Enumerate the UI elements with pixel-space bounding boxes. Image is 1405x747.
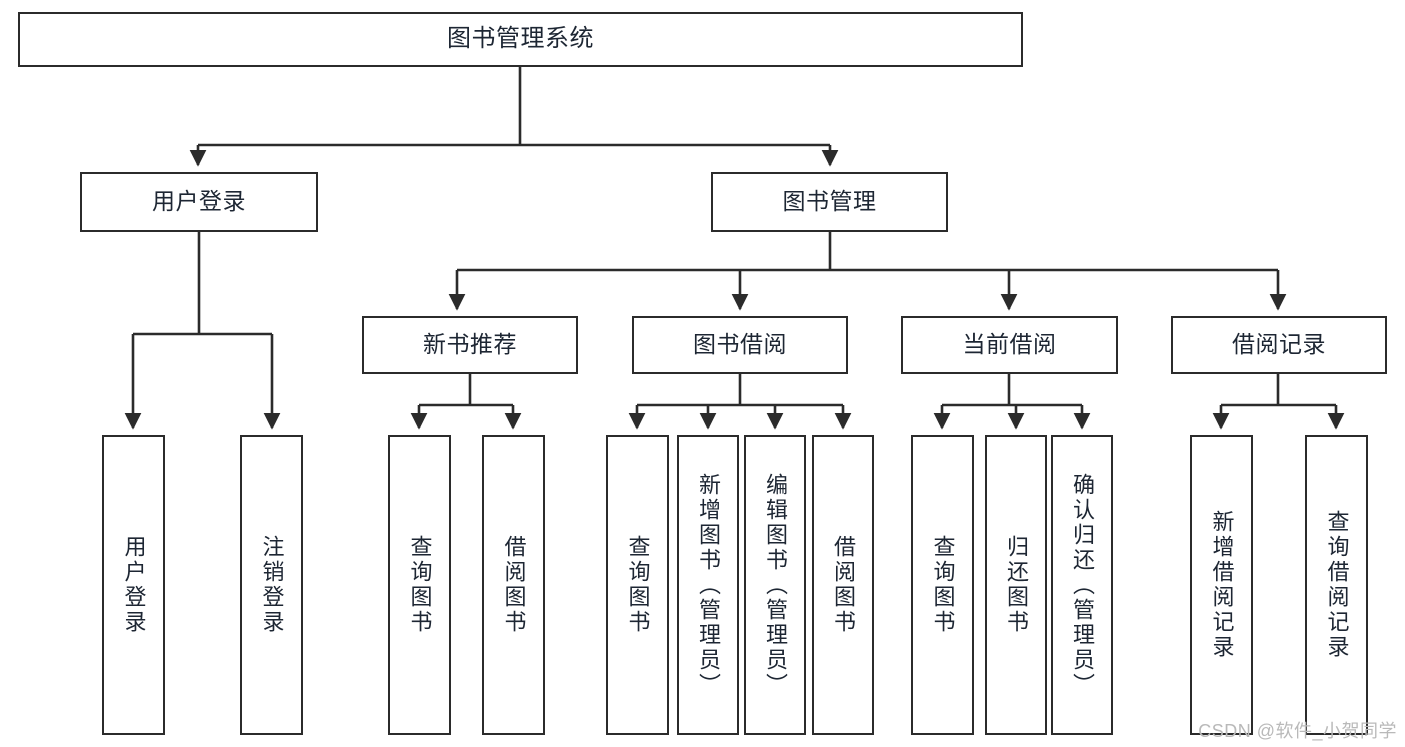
node-label: 图书管理系统 — [447, 25, 594, 53]
node-book-borrowing[interactable]: 图书借阅 — [632, 316, 848, 374]
node-label: 图书借阅 — [693, 331, 787, 358]
leaf-borrow-add-book-admin[interactable]: 新增图书（管理员） — [677, 435, 739, 735]
node-label: 新增图书（管理员） — [696, 472, 721, 698]
node-label: 查询图书 — [930, 535, 956, 635]
node-new-book-recommendation[interactable]: 新书推荐 — [362, 316, 578, 374]
leaf-user-login[interactable]: 用户登录 — [102, 435, 165, 735]
leaf-borrow-edit-book-admin[interactable]: 编辑图书（管理员） — [744, 435, 806, 735]
node-label: 查询借阅记录 — [1324, 510, 1350, 660]
node-label: 归还图书 — [1004, 535, 1029, 635]
node-label: 编辑图书（管理员） — [763, 472, 788, 698]
csdn-watermark: CSDN @软件_小贺同学 — [1198, 721, 1397, 741]
leaf-record-query-borrow-record[interactable]: 查询借阅记录 — [1305, 435, 1368, 735]
node-user-login[interactable]: 用户登录 — [80, 172, 318, 232]
node-label: 当前借阅 — [962, 331, 1057, 358]
node-book-management[interactable]: 图书管理 — [711, 172, 948, 232]
leaf-borrow-query-books[interactable]: 查询图书 — [606, 435, 669, 735]
leaf-logout[interactable]: 注销登录 — [240, 435, 303, 735]
node-book-management-system[interactable]: 图书管理系统 — [18, 12, 1023, 67]
node-borrowing-records[interactable]: 借阅记录 — [1171, 316, 1387, 374]
node-label: 借阅记录 — [1232, 331, 1326, 358]
leaf-borrow-borrow-books[interactable]: 借阅图书 — [812, 435, 874, 735]
leaf-newbook-query-books[interactable]: 查询图书 — [388, 435, 451, 735]
node-label: 确认归还（管理员） — [1070, 472, 1095, 698]
node-label: 查询图书 — [407, 535, 433, 635]
leaf-record-add-borrow-record[interactable]: 新增借阅记录 — [1190, 435, 1253, 735]
node-label: 查询图书 — [625, 535, 651, 635]
node-label: 新增借阅记录 — [1209, 510, 1235, 660]
leaf-newbook-borrow-books[interactable]: 借阅图书 — [482, 435, 545, 735]
node-label: 用户登录 — [121, 535, 147, 635]
node-label: 注销登录 — [259, 535, 285, 635]
leaf-current-confirm-return-admin[interactable]: 确认归还（管理员） — [1051, 435, 1113, 735]
node-label: 借阅图书 — [501, 535, 527, 635]
node-label: 图书管理 — [782, 188, 877, 215]
node-label: 新书推荐 — [423, 331, 517, 358]
leaf-current-query-books[interactable]: 查询图书 — [911, 435, 974, 735]
node-label: 用户登录 — [152, 188, 246, 215]
node-current-borrowing[interactable]: 当前借阅 — [901, 316, 1118, 374]
node-label: 借阅图书 — [831, 535, 856, 635]
leaf-current-return-books[interactable]: 归还图书 — [985, 435, 1047, 735]
